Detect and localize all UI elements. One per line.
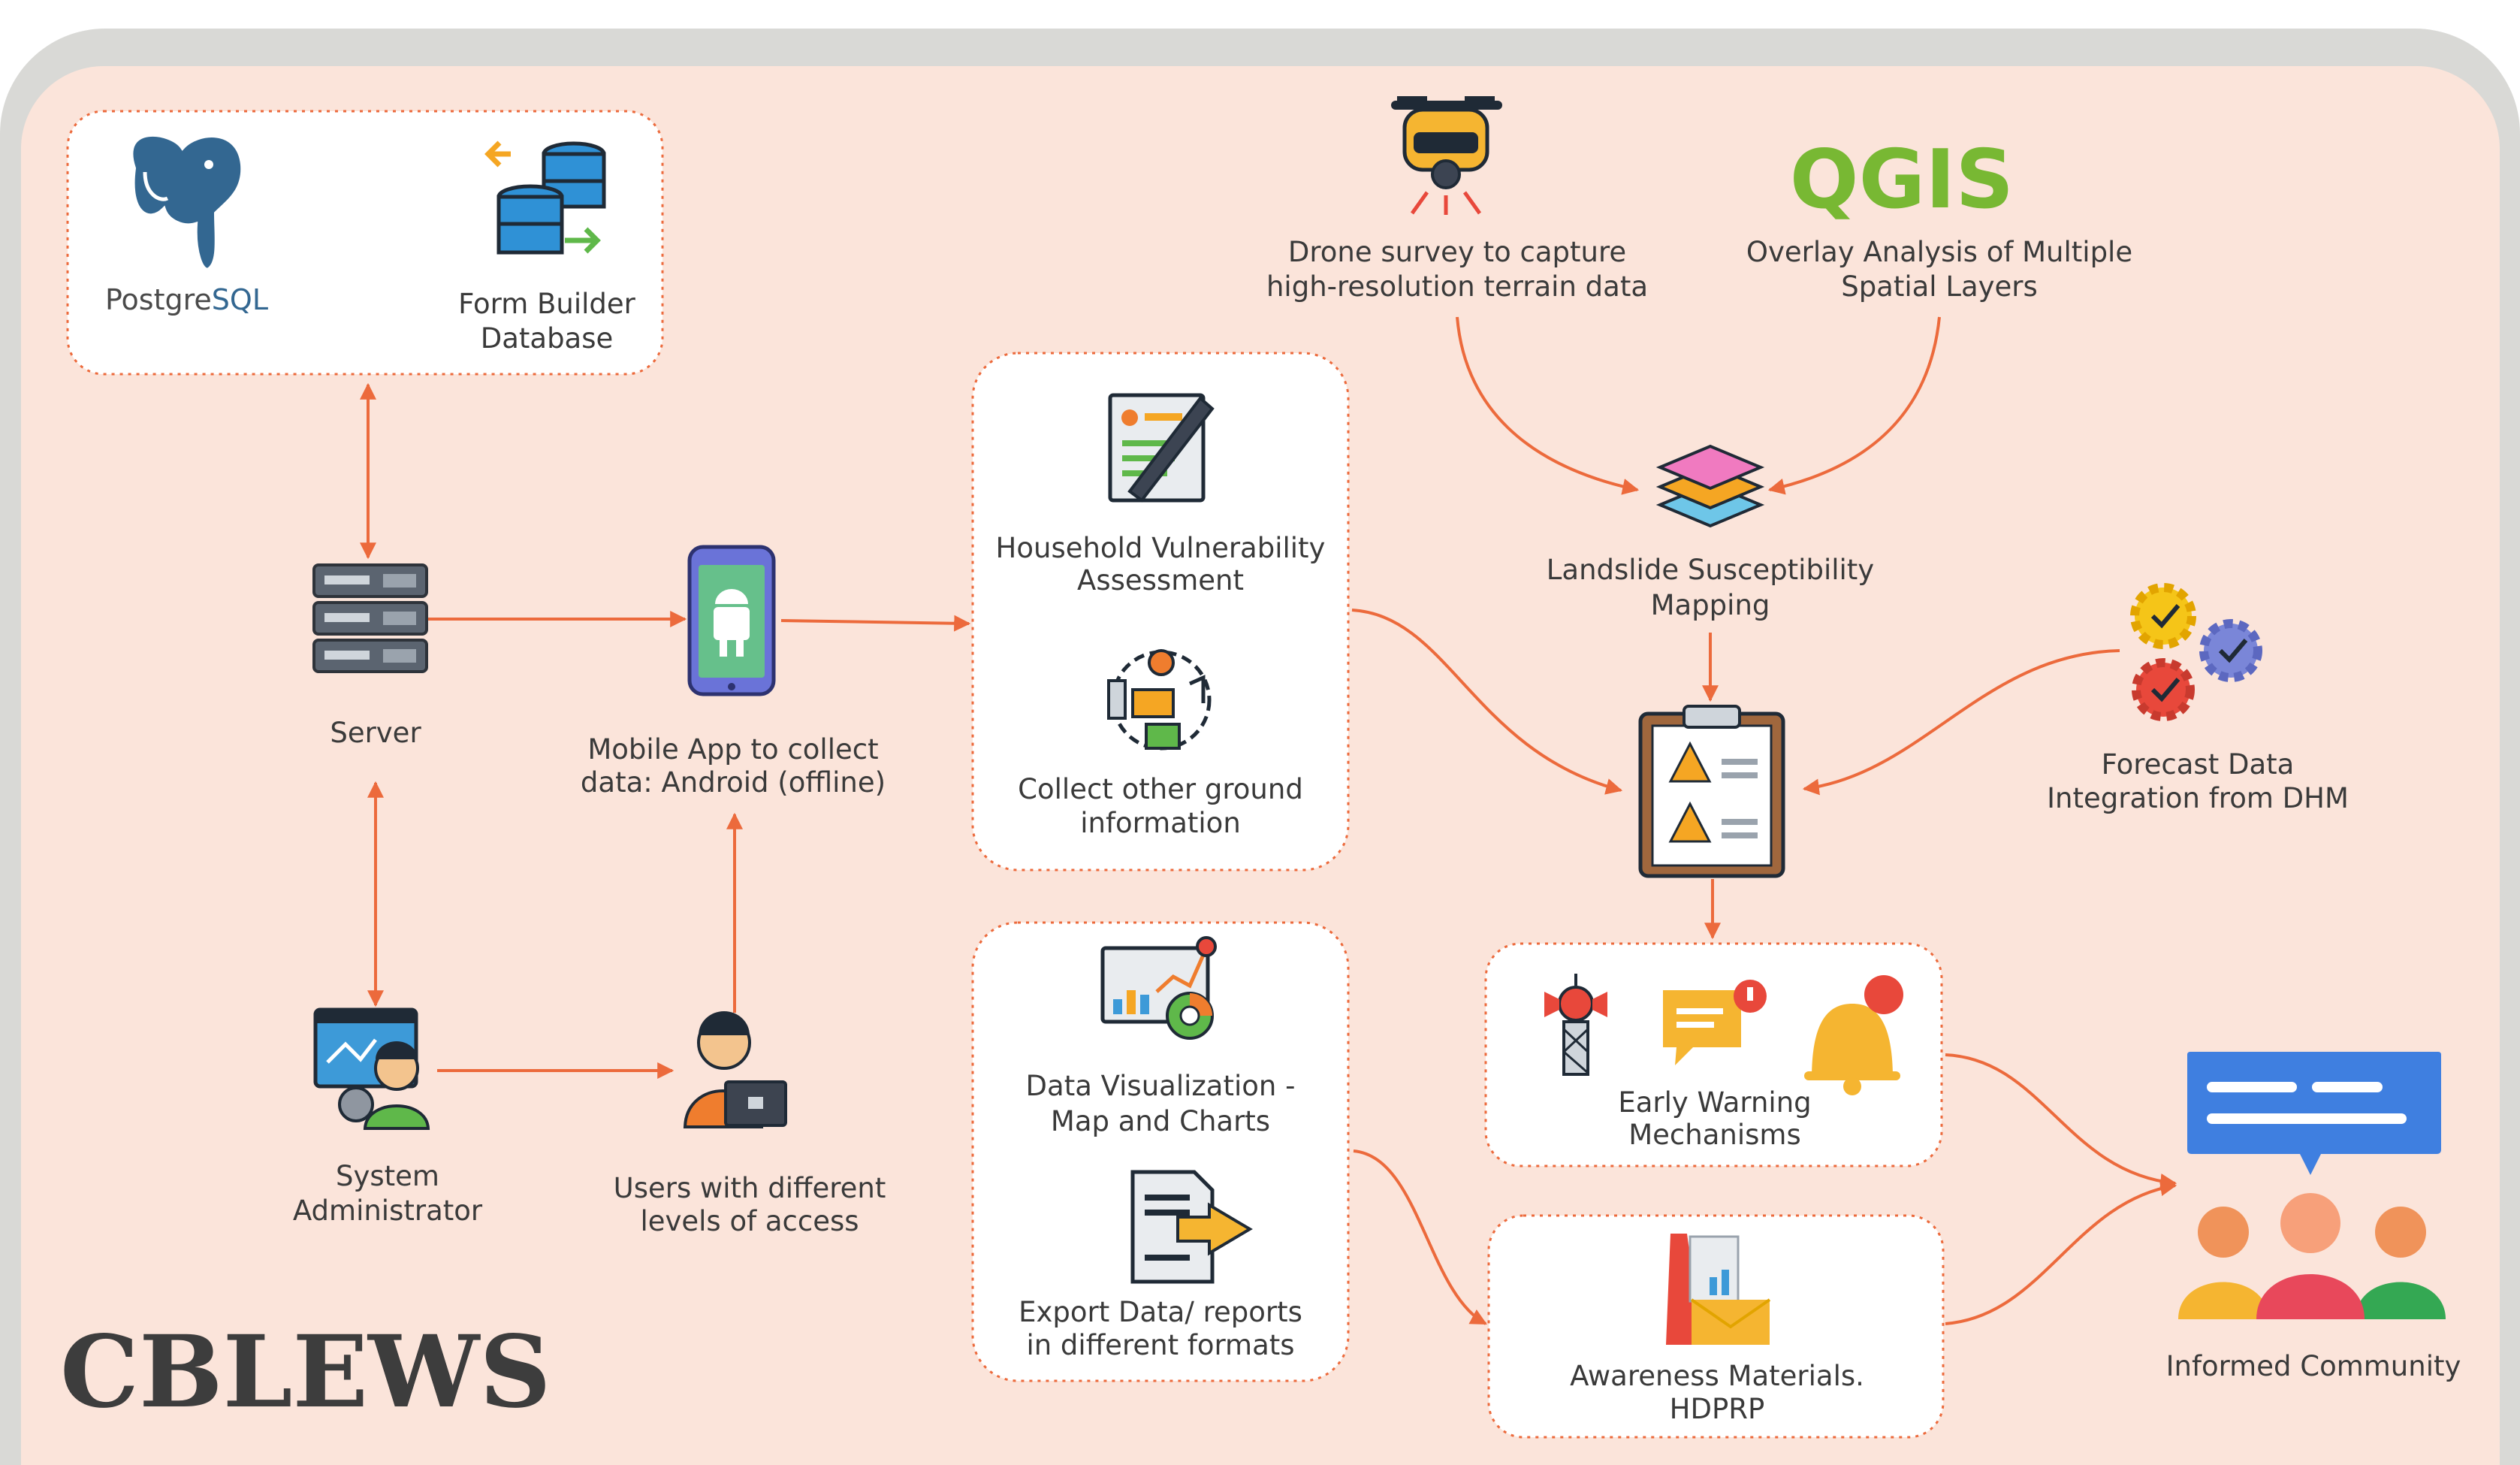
dashboard-chart-icon [1100, 936, 1217, 1040]
edge-qgis-landslide [1767, 316, 1941, 495]
database-stack-icon [484, 140, 606, 255]
form-builder-label-1: Form Builder [458, 288, 636, 320]
forecast-label-2: Integration from DHM [2047, 782, 2349, 814]
server-label: Server [330, 717, 421, 749]
postgresql-logo-part-a: Postgre [105, 283, 212, 316]
edge-drone-landslide [1456, 316, 1640, 495]
diagram-title: CBLEWS [60, 1314, 551, 1430]
multimedia-circle-icon [1107, 649, 1212, 751]
outputs-box [971, 921, 1350, 1382]
users-label-1: Users with different [614, 1172, 886, 1204]
ground-info-label-2: information [1080, 807, 1241, 839]
landslide-label-1: Landslide Susceptibility [1547, 554, 1874, 586]
forecast-label-1: Forecast Data [2102, 748, 2295, 781]
server-icon [312, 563, 428, 673]
mobile-app-label-1: Mobile App to collect [587, 733, 878, 766]
data-viz-label-2: Map and Charts [1051, 1105, 1270, 1137]
user-laptop-icon [683, 1011, 787, 1128]
android-phone-icon [687, 545, 776, 696]
awareness-label-1: Awareness Materials. [1570, 1360, 1864, 1392]
community-chat-icon [2178, 1052, 2446, 1319]
notification-bell-icon [1804, 975, 1903, 1095]
drone-icon [1391, 96, 1502, 215]
system-administrator-icon [313, 1007, 430, 1130]
sysadmin-label-1: System [336, 1160, 439, 1192]
edge-forecast-clipboard [1802, 649, 2120, 796]
form-builder-label-2: Database [481, 322, 614, 355]
document-export-icon [1130, 1170, 1253, 1284]
drone-label-2: high-resolution terrain data [1266, 270, 1648, 303]
edge-app-collection [780, 615, 971, 632]
landslide-label-2: Mapping [1651, 589, 1770, 621]
edge-viz-awareness [1353, 1149, 1487, 1325]
qgis-label-1: Overlay Analysis of Multiple [1746, 236, 2132, 268]
awareness-label-2: HDPRP [1670, 1393, 1765, 1425]
mobile-app-label-2: data: Android (offline) [581, 766, 886, 799]
awareness-materials-icon [1666, 1234, 1771, 1345]
household-label-1: Household Vulnerability [996, 532, 1326, 564]
export-label-2: in different formats [1026, 1329, 1294, 1361]
postgresql-elephant-icon [128, 131, 246, 273]
edge-household-clipboard [1351, 609, 1623, 795]
edge-warning-community [1945, 1053, 2177, 1190]
household-label-2: Assessment [1077, 564, 1244, 597]
early-warning-label-1: Early Warning [1618, 1086, 1811, 1119]
early-warning-label-2: Mechanisms [1628, 1119, 1800, 1151]
community-label: Informed Community [2166, 1350, 2461, 1382]
edge-awareness-community [1945, 1180, 2177, 1325]
edges [360, 316, 2177, 1325]
assessment-form-icon [1108, 393, 1215, 503]
postgresql-logo-part-b: SQL [212, 283, 268, 316]
data-collection-box [971, 352, 1350, 871]
ground-info-label-1: Collect other ground [1018, 773, 1303, 805]
export-label-1: Export Data/ reports [1019, 1296, 1302, 1328]
qgis-logo: QGIS [1790, 133, 2014, 227]
data-viz-label-1: Data Visualization - [1026, 1070, 1296, 1102]
sysadmin-label-2: Administrator [293, 1195, 483, 1227]
siren-tower-icon [1544, 974, 1607, 1076]
warning-clipboard-icon [1638, 705, 1785, 878]
forecast-gears-icon [2130, 583, 2262, 721]
drone-label-1: Drone survey to capture [1288, 236, 1626, 268]
postgresql-logo-text: PostgreSQL [105, 283, 268, 316]
users-label-2: levels of access [640, 1205, 859, 1237]
qgis-label-2: Spatial Layers [1841, 270, 2038, 303]
alert-chat-icon [1663, 980, 1767, 1065]
map-layers-icon [1655, 444, 1765, 528]
